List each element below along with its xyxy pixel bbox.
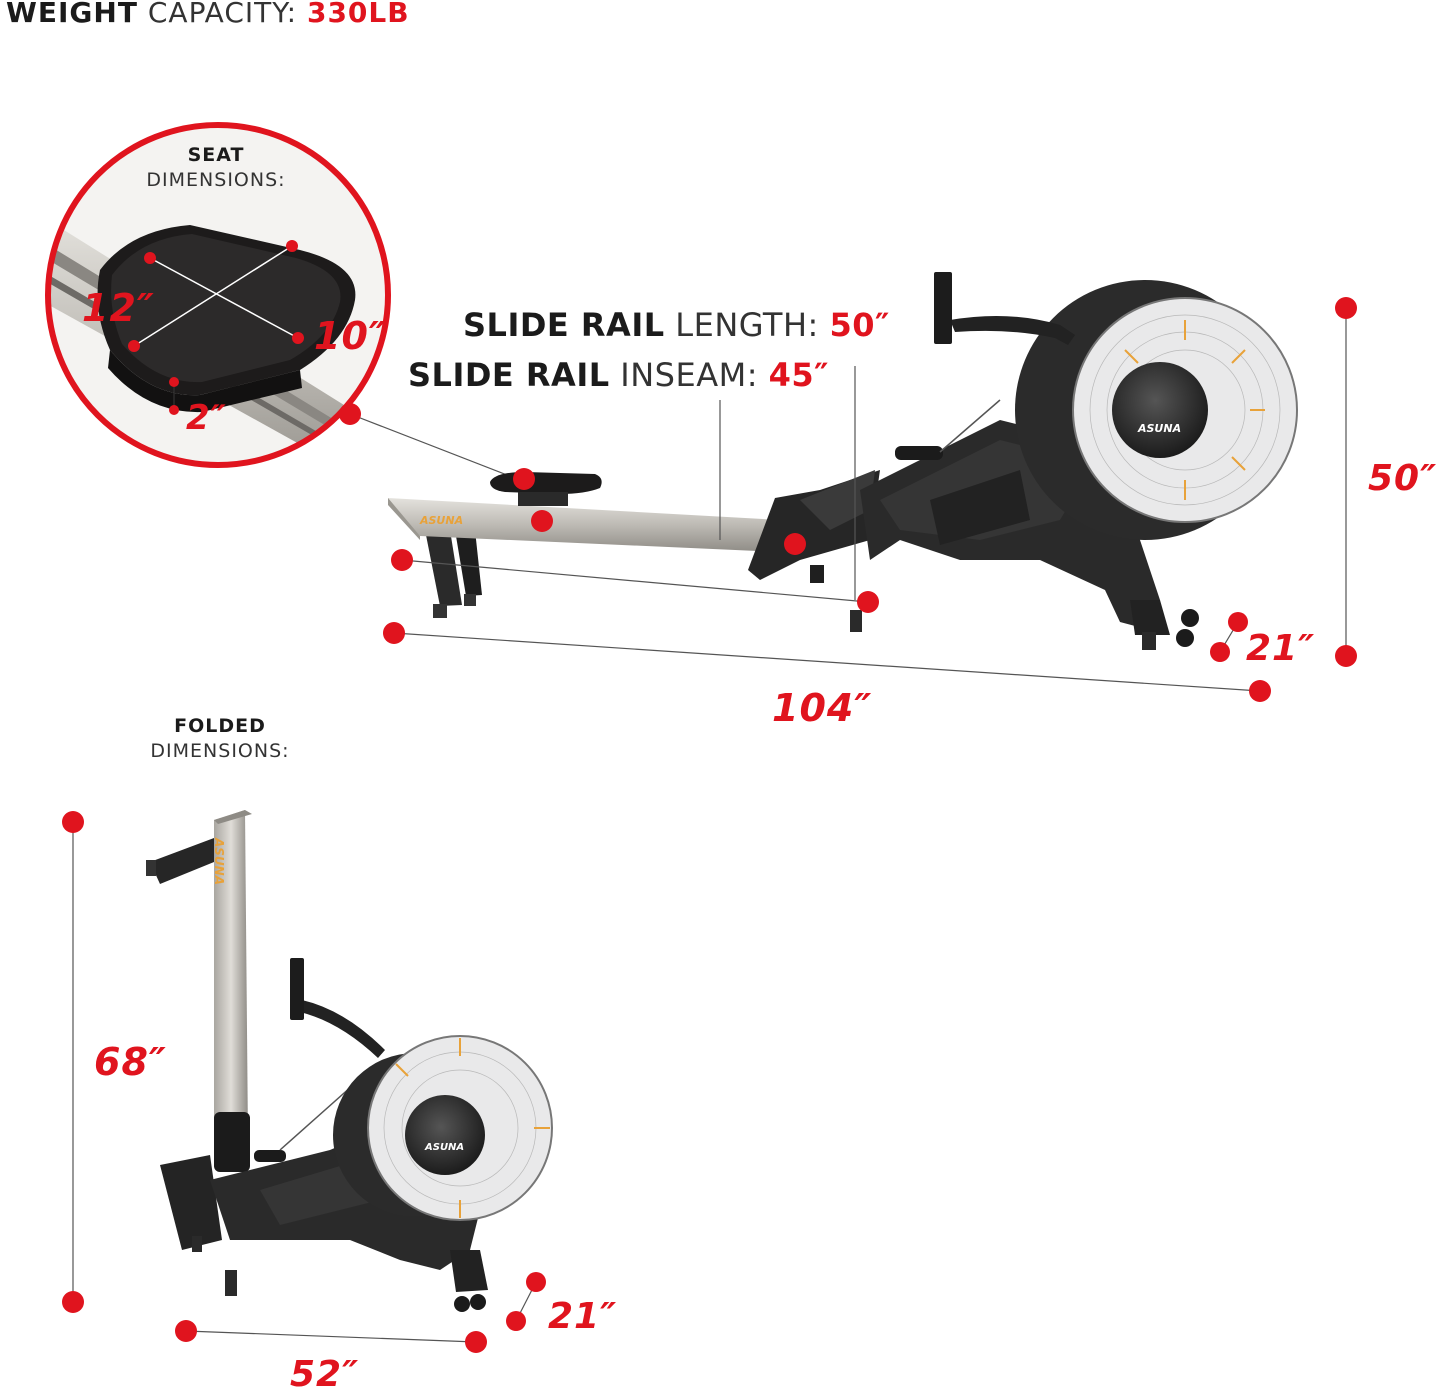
seat-inset	[48, 125, 388, 465]
slide-rail-length-label: SLIDE RAIL LENGTH: 50″	[463, 306, 890, 344]
folded-caption-subtitle: DIMENSIONS:	[150, 740, 290, 762]
seat-inset-border	[45, 122, 391, 468]
seat-length-label: 12″	[82, 286, 155, 330]
unfolded-width-label: 21″	[1246, 628, 1316, 669]
folded-width-label: 21″	[548, 1296, 618, 1337]
folded-height-label: 68″	[94, 1040, 167, 1084]
seat-caption-title: SEAT	[187, 144, 245, 166]
fan-brand-logo: ASUNA	[1137, 422, 1181, 435]
folded-dimensions-caption: FOLDED DIMENSIONS:	[122, 714, 318, 764]
weight-capacity-heading: WEIGHT CAPACITY: 330LB	[6, 0, 410, 29]
seat-dimensions-caption: SEAT DIMENSIONS:	[118, 143, 314, 193]
unfolded-length-label: 104″	[772, 686, 873, 730]
slide-rail-inseam-light: INSEAM:	[620, 356, 758, 394]
unfolded-rower: ASUNA ASUNA	[383, 272, 1357, 702]
seat-height-label: 2″	[186, 398, 227, 438]
weight-label: WEIGHT	[6, 0, 138, 29]
rail-brand-logo: ASUNA	[419, 514, 463, 527]
folded-caption-title: FOLDED	[174, 715, 266, 737]
seat-caption-subtitle: DIMENSIONS:	[146, 169, 286, 191]
slide-rail-inseam-label: SLIDE RAIL INSEAM: 45″	[408, 356, 829, 394]
slide-rail-length-light: LENGTH:	[675, 306, 819, 344]
seat-width-label: 10″	[314, 314, 387, 358]
folded-rower: ASUNA ASUNA	[62, 810, 553, 1353]
folded-length-label: 52″	[290, 1354, 360, 1395]
slide-rail-inseam-value: 45″	[768, 356, 829, 394]
unfolded-height-label: 50″	[1368, 458, 1438, 499]
slide-rail-length-bold: SLIDE RAIL	[463, 306, 665, 344]
slide-rail-length-value: 50″	[829, 306, 890, 344]
folded-rail-brand-logo: ASUNA	[212, 837, 226, 885]
slide-rail-inseam-bold: SLIDE RAIL	[408, 356, 610, 394]
weight-capacity-value: 330LB	[306, 0, 410, 29]
folded-fan-brand-logo: ASUNA	[424, 1142, 464, 1153]
capacity-label: CAPACITY:	[147, 0, 298, 29]
